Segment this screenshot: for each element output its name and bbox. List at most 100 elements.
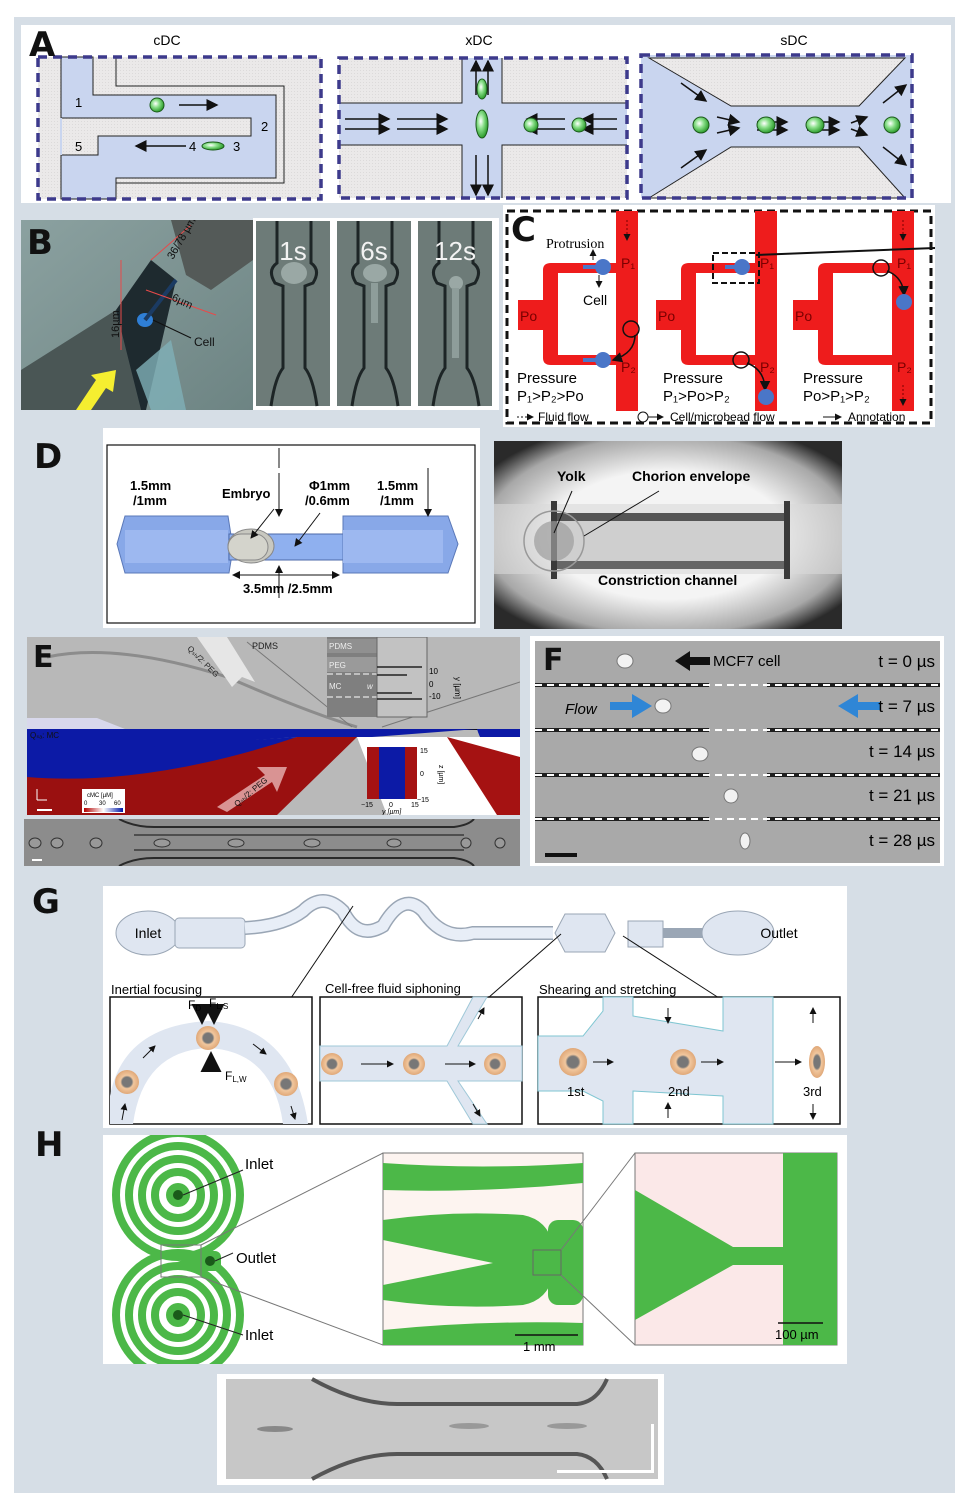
region-1: 1	[75, 95, 82, 110]
panel-label-b: B	[27, 223, 53, 263]
colorbar-tick-30: 30	[99, 801, 106, 807]
panel-e: Qₛₕ/2: PEG PDMS PDMS PEG MC w 10 0 -10 y…	[27, 637, 520, 815]
cell-t7	[654, 698, 672, 714]
scale-bar	[545, 853, 577, 857]
stage-3-relation: Po>P₁>P₂	[803, 388, 870, 405]
position-3rd: 3rd	[803, 1084, 822, 1099]
node-po-3: Po	[795, 308, 812, 324]
region-2: 2	[261, 119, 268, 134]
panel-h-diagram: Inlet Outlet Inlet 1 mm 100 µm	[112, 1135, 838, 1364]
position-2nd: 2nd	[668, 1084, 690, 1099]
yolk-label: Yolk	[557, 468, 586, 484]
xdc-frame	[337, 56, 629, 200]
timelapse-frames: 1s 6s 12s	[256, 221, 492, 407]
inlet-bottom-label: Inlet	[245, 1327, 274, 1344]
panel-label-d: D	[34, 437, 63, 477]
cell-t0	[616, 653, 634, 669]
panel-g: Inlet Outlet Inertial focusing Cell-free…	[103, 886, 847, 1128]
panel-c-frame	[505, 209, 933, 425]
panel-h-micrograph	[217, 1374, 664, 1485]
legend-cell-flow-icon	[637, 411, 649, 423]
node-po-1: Po	[520, 308, 537, 324]
panel-label-c: C	[511, 210, 536, 250]
sdc-frame	[639, 53, 914, 200]
cell-train-micrograph	[24, 819, 520, 866]
mcf7-cell-label: MCF7 cell	[713, 653, 781, 670]
stage-3-circuit	[793, 211, 914, 411]
inlet-label: Inlet	[135, 925, 162, 941]
flow-arrow-right-icon	[610, 694, 652, 718]
panel-d-photo: Yolk Chorion envelope Constriction chann…	[494, 441, 842, 629]
cross-section-z-label: z [µm]	[437, 765, 444, 784]
legend-cell-flow: Cell/microbead flow	[670, 410, 775, 424]
colorbar-tick-0: 0	[84, 801, 88, 807]
y-tick-neg15: −15	[361, 802, 373, 809]
z-tick-neg15: −15	[417, 797, 429, 804]
stage-3-heading: Pressure	[803, 370, 863, 387]
z-tick-0: 0	[420, 771, 424, 778]
panel-b-device-render: 6µm 36/78 µm 16µm Cell	[21, 220, 253, 410]
stretched-cell-micrograph	[226, 1377, 658, 1481]
region-3: 3	[233, 139, 240, 154]
protrusion-label: Protrusion	[546, 237, 604, 252]
panel-f-timelapse: MCF7 cell Flow t = 0 µs t = 7 µs t = 14 …	[535, 641, 940, 863]
timepoint-28us: t = 28 µs	[869, 831, 935, 850]
scale-bar	[32, 859, 42, 861]
diameter-line2: /0.6mm	[305, 493, 350, 508]
scale-bar-vertical	[651, 1424, 654, 1473]
double-spiral-device	[112, 1135, 244, 1364]
node-p1-1: P₁	[621, 255, 635, 271]
inset-ytick-10: 10	[429, 667, 438, 676]
timepoint-12s: 12s	[434, 236, 476, 266]
node-p2-3: P₂	[897, 359, 912, 375]
colorbar-tick-60: 60	[114, 801, 121, 807]
scale-label-1mm: 1 mm	[523, 1339, 556, 1354]
chorion-label: Chorion envelope	[632, 468, 750, 484]
cell-annotation-label: Cell	[583, 292, 607, 308]
outlet-label: Outlet	[760, 925, 797, 941]
flow-arrow-icon	[76, 370, 116, 410]
inset-yaxis-label: y [µm]	[453, 677, 462, 699]
right-dim-line2: /1mm	[380, 493, 414, 508]
panel-label-g: G	[32, 882, 60, 922]
pdms-label: PDMS	[252, 641, 278, 651]
node-po-2: Po	[658, 308, 675, 324]
stage-2-relation: P₁>Po>P₂	[663, 388, 730, 405]
region-4: 4	[189, 139, 196, 154]
embryo-micrograph: Yolk Chorion envelope Constriction chann…	[494, 441, 842, 629]
panel-a: cDC 1 2 3 4 5 xDC	[21, 25, 951, 203]
panel-c: Protrusion Cell Po P₁ P₂ Pressure P₁>P₂>…	[503, 205, 935, 427]
device-overview	[115, 894, 775, 956]
cell-t28	[739, 832, 751, 850]
constriction-channel-label: Constriction channel	[598, 572, 737, 588]
panel-label-f: F	[543, 643, 564, 678]
panel-c-diagram: Protrusion Cell Po P₁ P₂ Pressure P₁>P₂>…	[505, 209, 935, 425]
force-wall-lift-label: FL,W	[225, 1069, 247, 1084]
cell-2	[449, 1423, 489, 1429]
channel-length-label: 3.5mm /2.5mm	[243, 581, 333, 596]
panel-d-schematic: 1.5mm /1mm Embryo Φ1mm /0.6mm 1.5mm /1mm…	[103, 428, 480, 628]
stage-1-circuit	[518, 211, 640, 411]
timepoint-7us: t = 7 µs	[878, 697, 935, 716]
frame-1s	[256, 221, 330, 407]
panel-h: Inlet Outlet Inlet 1 mm 100 µm	[103, 1135, 847, 1364]
position-1st: 1st	[567, 1084, 585, 1099]
peg-flow-arrow-top	[197, 637, 255, 687]
scale-label-100um: 100 µm	[775, 1327, 819, 1342]
inset-ytick-neg10: -10	[429, 692, 441, 701]
node-p2-2: P₂	[760, 359, 775, 375]
cell-label: Cell	[194, 335, 215, 349]
dim-16um: 16µm	[110, 310, 122, 338]
y-tick-0: 0	[389, 802, 393, 809]
right-dim-line1: 1.5mm	[377, 478, 418, 493]
inset-ytick-0: 0	[429, 680, 434, 689]
cell-3	[547, 1423, 587, 1429]
node-p2-1: P₂	[621, 359, 636, 375]
left-dim-line1: 1.5mm	[130, 478, 171, 493]
diameter-line1: Φ1mm	[309, 478, 350, 493]
stage-2-heading: Pressure	[663, 370, 723, 387]
panel-a-diagram: cDC 1 2 3 4 5 xDC	[36, 32, 914, 201]
inlet-top-label: Inlet	[245, 1156, 274, 1173]
colorbar-title: cMC [µM]	[87, 793, 113, 799]
inset-pdms-label: PDMS	[329, 642, 352, 651]
